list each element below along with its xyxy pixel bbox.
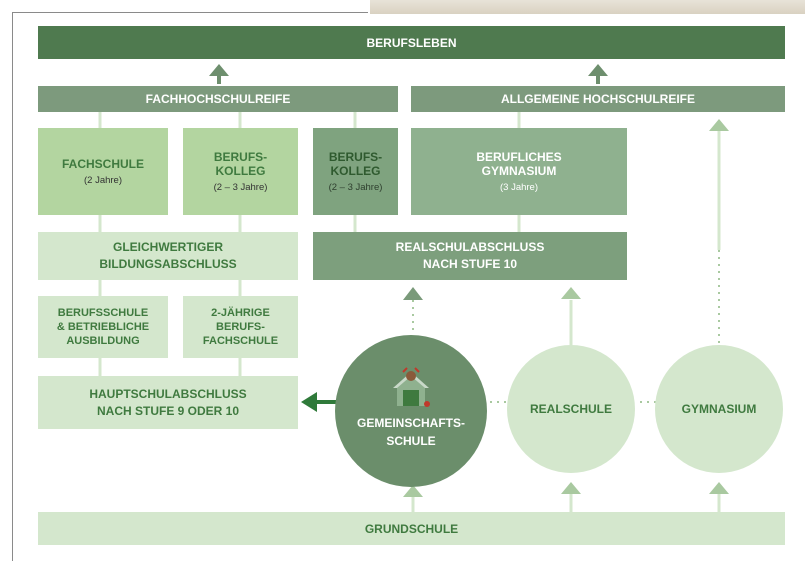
arrow-up-icon <box>588 64 608 76</box>
arrow-up-icon <box>403 485 423 497</box>
gymnasium-label: BERUFLICHES GYMNASIUM <box>476 150 562 178</box>
frame-line-top <box>12 12 368 13</box>
fachschule-box: FACHSCHULE (2 Jahre) <box>38 128 168 215</box>
gymnasium-circle: GYMNASIUM <box>655 345 783 473</box>
arrow-up-icon <box>561 287 581 299</box>
grundschule-label: GRUNDSCHULE <box>364 521 459 536</box>
berufsschule-box: BERUFSSCHULE & BETRIEBLICHE AUSBILDUNG <box>38 296 168 358</box>
gymnasium-circle-label: GYMNASIUM <box>681 402 757 416</box>
hauptschulabschluss-label: HAUPTSCHULABSCHLUSS NACH STUFE 9 ODER 10 <box>89 386 247 418</box>
arrow-up-icon <box>709 482 729 494</box>
hauptschulabschluss-box: HAUPTSCHULABSCHLUSS NACH STUFE 9 ODER 10 <box>38 376 298 429</box>
berufskolleg-label: BERUFS- KOLLEG <box>213 150 268 178</box>
paper-texture <box>370 0 805 14</box>
berufskolleg-box-2: BERUFS- KOLLEG (2 – 3 Jahre) <box>313 128 398 215</box>
berufliches-gymnasium-box: BERUFLICHES GYMNASIUM (3 Jahre) <box>411 128 627 215</box>
gemeinschaftsschule-circle: GEMEINSCHAFTS- SCHULE <box>335 335 487 487</box>
fachschule-label: FACHSCHULE <box>61 157 144 171</box>
allgemeine-hochschulreife-box: ALLGEMEINE HOCHSCHULREIFE <box>411 86 785 112</box>
fachschule-sub: (2 Jahre) <box>83 175 122 186</box>
berufsfachschule-box: 2-JÄHRIGE BERUFS- FACHSCHULE <box>183 296 298 358</box>
berufsleben-box: BERUFSLEBEN <box>38 26 785 59</box>
realschulabschluss-label: REALSCHULABSCHLUSS NACH STUFE 10 <box>395 240 545 271</box>
berufsschule-label: BERUFSSCHULE & BETRIEBLICHE AUSBILDUNG <box>56 306 150 348</box>
allgemeine-label: ALLGEMEINE HOCHSCHULREIFE <box>500 92 695 106</box>
berufsfachschule-label: 2-JÄHRIGE BERUFS- FACHSCHULE <box>202 306 279 348</box>
gleichwertiger-label: GLEICHWERTIGER BILDUNGSABSCHLUSS <box>99 240 237 271</box>
arrow-up-icon <box>561 482 581 494</box>
gymnasium-sub: (3 Jahre) <box>499 182 538 193</box>
frame-line-left <box>12 12 13 561</box>
arrow-up-icon <box>709 119 729 131</box>
school-logo-icon <box>393 367 430 407</box>
berufskolleg-label: BERUFS- KOLLEG <box>328 150 383 178</box>
arrow-left-icon <box>301 392 317 412</box>
berufsleben-label: BERUFSLEBEN <box>366 35 457 50</box>
berufskolleg-sub: (2 – 3 Jahre) <box>328 182 383 193</box>
arrow-up-icon <box>209 64 229 76</box>
realschule-label: REALSCHULE <box>529 402 612 416</box>
realschule-circle: REALSCHULE <box>507 345 635 473</box>
realschulabschluss-box: REALSCHULABSCHLUSS NACH STUFE 10 <box>313 232 627 280</box>
berufskolleg-box-1: BERUFS- KOLLEG (2 – 3 Jahre) <box>183 128 298 215</box>
arrow-up-icon <box>403 287 423 300</box>
fachhochschulreife-box: FACHHOCHSCHULREIFE <box>38 86 398 112</box>
berufskolleg-sub: (2 – 3 Jahre) <box>213 182 268 193</box>
grundschule-box: GRUNDSCHULE <box>38 512 785 545</box>
fachhochschulreife-label: FACHHOCHSCHULREIFE <box>145 92 291 106</box>
gemeinschaftsschule-label: GEMEINSCHAFTS- SCHULE <box>357 416 465 448</box>
gleichwertiger-box: GLEICHWERTIGER BILDUNGSABSCHLUSS <box>38 232 298 280</box>
